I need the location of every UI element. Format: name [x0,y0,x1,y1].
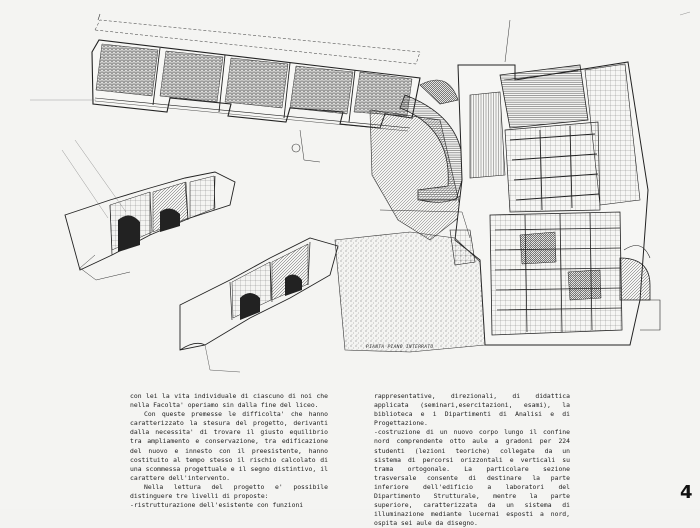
main-complex-plan [449,19,661,346]
paragraph: Nella lettura del progetto e' possibile … [130,482,328,501]
curved-courtyard [369,79,464,241]
paragraph: Con queste premesse le difficolta' che h… [130,410,328,482]
page-number: 4 [680,482,693,503]
document-page: PIANTA PIANO INTERRATO con lei la vita i… [30,11,693,528]
plan-caption: PIANTA PIANO INTERRATO [366,345,434,350]
axonometric-sketch-bottom [179,237,339,373]
lecture-halls-plan [91,13,421,163]
architectural-drawing [30,11,691,373]
paragraph: -costruzione di un nuovo corpo lungo il … [374,428,570,528]
text-column-right: rappresentative, direzionali, di didatti… [374,392,570,528]
site-ground [334,231,486,353]
paragraph: con lei la vita individuale di ciascuno … [130,392,328,410]
paragraph: rappresentative, direzionali, di didatti… [374,392,570,428]
axonometric-sketch-top [61,139,236,281]
text-column-left: con lei la vita individuale di ciascuno … [130,392,328,510]
paragraph: -ristrutturazione dell'esistente con fun… [130,501,304,510]
